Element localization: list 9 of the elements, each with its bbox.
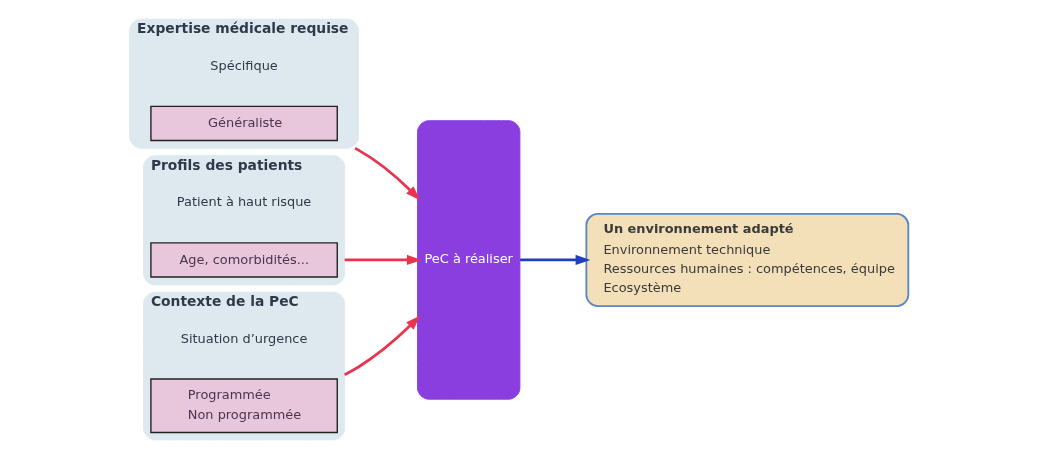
- arrow: [519, 254, 590, 266]
- node-box: Un environnement adapté Environnement technique Ressources humaines : compétences, équipe Ecosystème: [584, 212, 909, 307]
- node-box: Généraliste: [149, 105, 338, 142]
- node-box: Age, comorbidités...: [149, 242, 338, 278]
- arrow: [344, 254, 422, 266]
- node-box: PeC à réaliser: [416, 120, 520, 400]
- arrow: [343, 315, 420, 376]
- node-box: Programmée Non programmée: [149, 378, 338, 434]
- arrow: [353, 147, 420, 201]
